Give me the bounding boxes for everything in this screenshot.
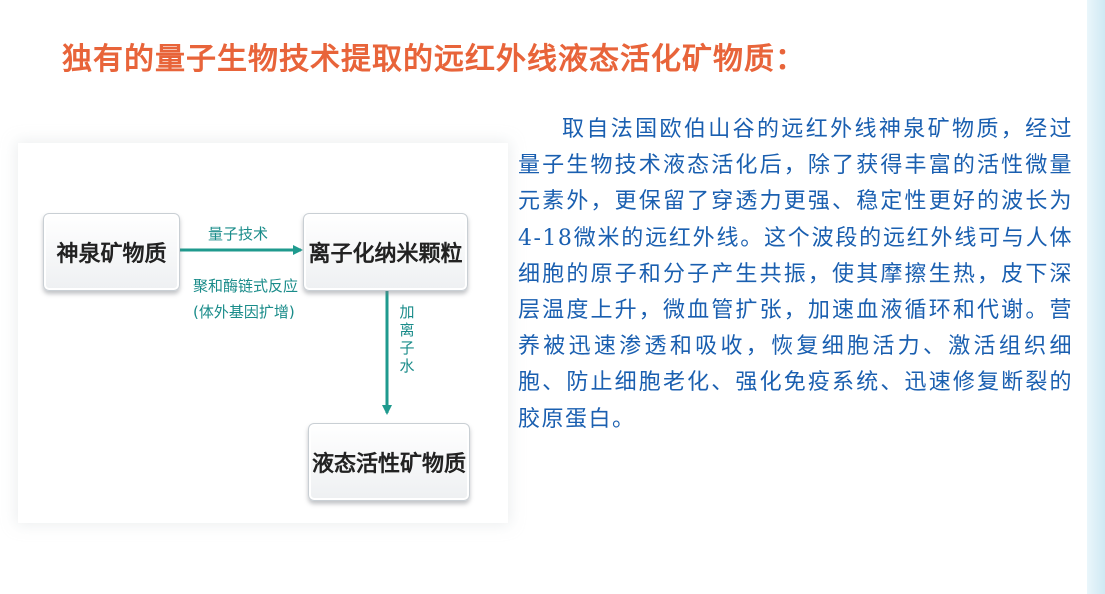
process-diagram: 神泉矿物质 离子化纳米颗粒 液态活性矿物质 量子技术 聚和酶链式反应 (体外基因… (18, 143, 508, 523)
description-paragraph: 取自法国欧伯山谷的远红外线神泉矿物质，经过量子生物技术液态活化后，除了获得丰富的… (518, 117, 1073, 432)
label-quantum-tech: 量子技术 (208, 225, 269, 243)
label-in-vitro-amplification: (体外基因扩增) (193, 303, 295, 321)
node-ionized-nanoparticles-label: 离子化纳米颗粒 (308, 242, 463, 267)
node-liquid-active-minerals-label: 液态活性矿物质 (311, 452, 466, 477)
label-pcr: 聚和酶链式反应 (193, 277, 299, 295)
label-add-ion-water: 加离子水 (399, 303, 415, 375)
node-ionized-nanoparticles: 离子化纳米颗粒 (303, 213, 468, 291)
node-spring-minerals-label: 神泉矿物质 (56, 242, 167, 267)
page-title: 独有的量子生物技术提取的远红外线液态活化矿物质： (62, 42, 806, 77)
description-text: 取自法国欧伯山谷的远红外线神泉矿物质，经过量子生物技术液态活化后，除了获得丰富的… (518, 112, 1073, 438)
right-edge-decoration (1087, 0, 1105, 594)
node-liquid-active-minerals: 液态活性矿物质 (308, 423, 470, 501)
node-spring-minerals: 神泉矿物质 (43, 213, 180, 291)
diagram-arrows (178, 245, 392, 415)
